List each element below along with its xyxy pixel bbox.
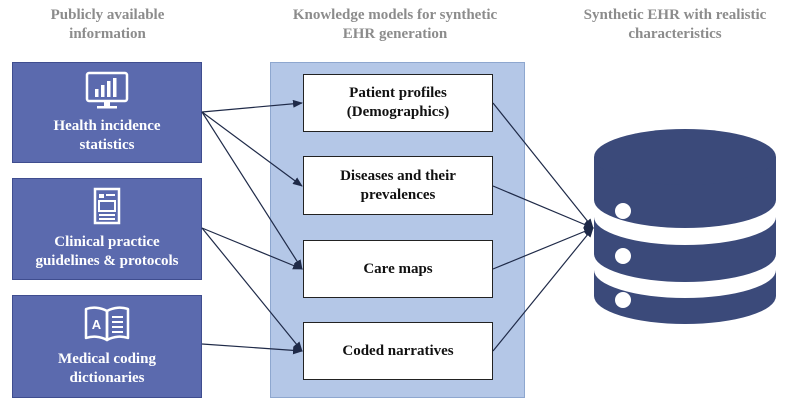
svg-text:A: A	[92, 317, 102, 332]
source-label: Health incidence statistics	[53, 118, 161, 153]
arrow-diseases-to-database	[492, 185, 594, 229]
arrow-coding-to-narratives	[201, 343, 303, 355]
model-patient-profiles: Patient profiles (Demographics)	[303, 74, 493, 132]
header-sources: Publicly available information	[50, 7, 165, 42]
source-label: Clinical practice guidelines & protocols	[35, 234, 179, 269]
arrow-caremaps-to-database	[492, 227, 594, 270]
model-coded-narratives: Coded narratives	[303, 322, 493, 380]
source-coding-dictionaries: A Medical coding dictionaries	[12, 295, 202, 398]
source-health-statistics: Health incidence statistics	[12, 62, 202, 163]
open-book-icon: A	[82, 304, 132, 344]
database-icon	[594, 129, 776, 324]
model-care-maps: Care maps	[303, 240, 493, 298]
arrow-health-to-diseases	[201, 111, 303, 187]
header-output: Synthetic EHR with realistic characteris…	[583, 7, 767, 42]
arrow-health-to-profiles	[201, 99, 303, 113]
arrow-narratives-to-database	[492, 227, 594, 352]
arrow-profiles-to-database	[492, 102, 594, 229]
arrow-health-to-caremaps	[201, 111, 303, 270]
header-models: Knowledge models for synthetic EHR gener…	[292, 7, 498, 42]
document-icon	[87, 187, 127, 227]
source-label: Medical coding dictionaries	[58, 351, 156, 386]
arrow-clinical-to-narratives	[201, 227, 303, 352]
source-clinical-guidelines: Clinical practice guidelines & protocols	[12, 178, 202, 280]
arrow-clinical-to-caremaps	[201, 227, 303, 270]
model-diseases-prevalences: Diseases and their prevalences	[303, 156, 493, 215]
monitor-chart-icon	[84, 71, 130, 111]
